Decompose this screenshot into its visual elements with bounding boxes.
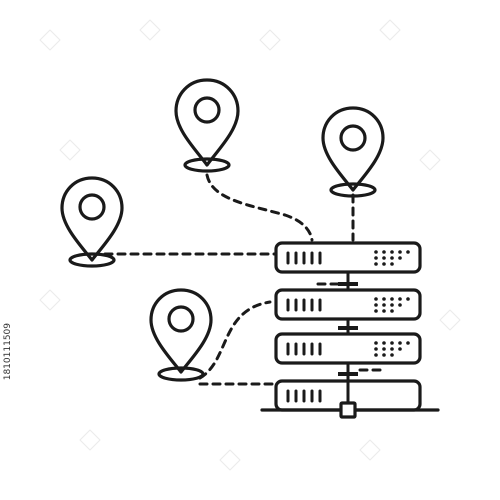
map-pin-icon [174, 78, 240, 173]
server-unit-2 [274, 288, 422, 321]
server-rack-icon [260, 241, 440, 419]
connection-line-bottom-pin-curve [198, 300, 272, 380]
server-unit-4-leds [286, 389, 322, 403]
server-unit-2-dots [374, 297, 410, 313]
network-node-icon [339, 379, 357, 419]
watermark-glyph [39, 19, 461, 471]
connection-line-top-pin [205, 173, 314, 242]
background-watermark [39, 19, 461, 471]
map-pin-icon [60, 176, 124, 268]
server-unit-1-dots [374, 250, 410, 266]
map-pin-right [321, 106, 385, 198]
server-unit-3 [274, 332, 422, 365]
server-unit-1-leds [286, 251, 322, 265]
server-unit-1 [274, 241, 422, 274]
map-pin-icon [321, 106, 385, 198]
connection-lines [103, 173, 382, 386]
server-connector-2-plate [338, 326, 358, 330]
map-pin-left [60, 176, 124, 268]
server-unit-3-dots [374, 341, 410, 357]
map-pin-bottom [149, 288, 213, 382]
server-connector-3-plate [338, 372, 358, 376]
server-connector-1-plate [338, 282, 358, 286]
server-unit-3-leds [286, 342, 322, 356]
map-pin-icon [149, 288, 213, 382]
map-pin-top [174, 78, 240, 173]
server-unit-2-leds [286, 298, 322, 312]
